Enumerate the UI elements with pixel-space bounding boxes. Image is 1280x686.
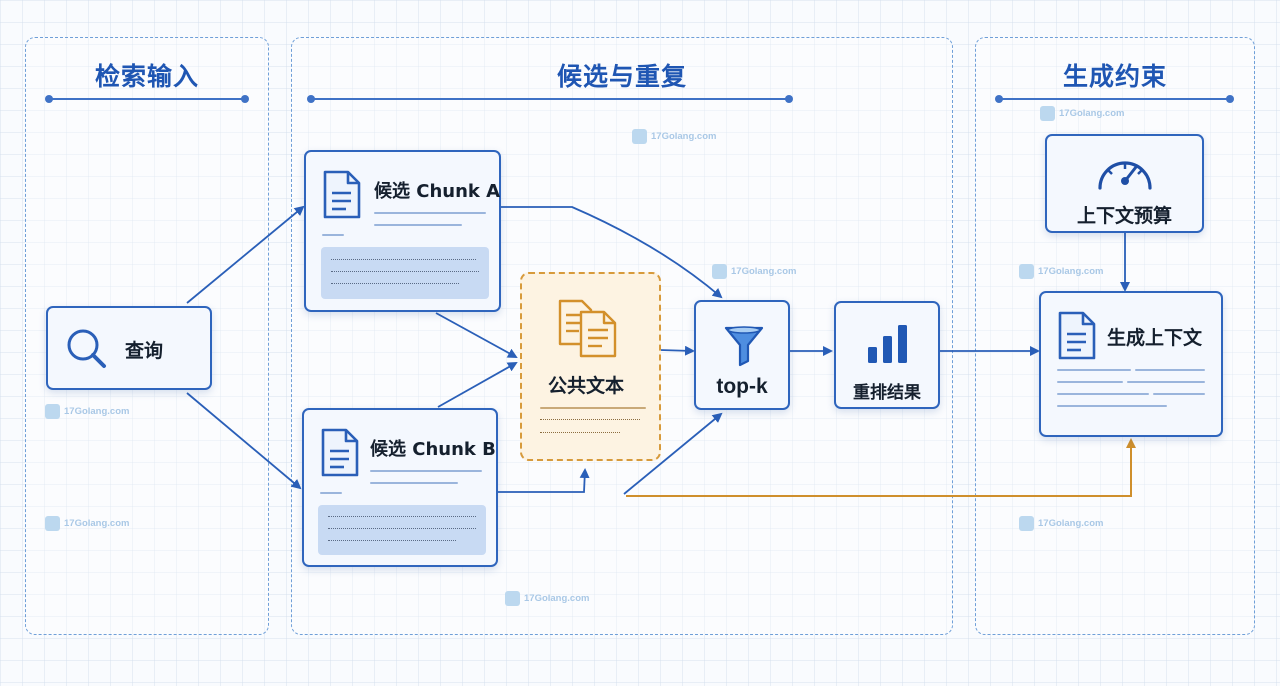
- arrow-to-topk-bottom: [623, 412, 723, 495]
- text-placeholder-line: [1057, 405, 1167, 407]
- watermark: 17Golang.com: [1019, 516, 1103, 531]
- text-placeholder-line: [374, 212, 486, 214]
- funnel-icon: [724, 326, 764, 367]
- arrow-chunk-b-to-common: [437, 362, 518, 408]
- chunk-a-label: 候选 Chunk A: [374, 181, 501, 202]
- panel-title-retrieval-input: 检索输入: [94, 62, 199, 91]
- watermark: 17Golang.com: [632, 129, 716, 144]
- panel-title-candidates: 候选与重复: [556, 62, 687, 91]
- watermark: 17Golang.com: [1040, 106, 1124, 121]
- text-placeholder-line: [1057, 393, 1149, 395]
- panel-divider: [995, 95, 1234, 103]
- arrow-chunk-a-to-topk: [500, 206, 723, 299]
- chunk-b-node[interactable]: 候选 Chunk B: [302, 408, 498, 567]
- watermark-logo-icon: [505, 591, 520, 606]
- text-placeholder-line: [1153, 393, 1205, 395]
- budget-node[interactable]: 上下文预算: [1045, 134, 1204, 233]
- panel-title-generation: 生成约束: [1062, 62, 1167, 91]
- text-placeholder-line: [320, 492, 342, 494]
- watermark-logo-icon: [45, 516, 60, 531]
- arrow-query-to-chunk-a: [186, 205, 305, 304]
- document-icon: [1058, 311, 1096, 360]
- watermark-logo-icon: [1019, 264, 1034, 279]
- watermark: 17Golang.com: [1019, 264, 1103, 279]
- chunk-b-excerpt: [318, 505, 486, 555]
- watermark-logo-icon: [1019, 516, 1034, 531]
- text-placeholder-line: [370, 482, 458, 484]
- watermark: 17Golang.com: [45, 404, 129, 419]
- arrow-bypass-to-generate: [626, 438, 1136, 497]
- text-placeholder-line: [1127, 381, 1205, 383]
- budget-label: 上下文预算: [1076, 205, 1172, 227]
- arrow-common-to-topk: [659, 345, 695, 356]
- arrow-chunk-a-to-common: [435, 312, 518, 358]
- query-node[interactable]: 查询: [46, 306, 212, 390]
- chunk-a-excerpt: [321, 247, 489, 299]
- arrow-query-to-chunk-b: [186, 392, 302, 490]
- watermark: 17Golang.com: [712, 264, 796, 279]
- watermark-logo-icon: [1040, 106, 1055, 121]
- bar-chart-icon: [868, 325, 907, 363]
- generate-context-label: 生成上下文: [1107, 327, 1203, 349]
- watermark-logo-icon: [712, 264, 727, 279]
- topk-node[interactable]: top-k: [694, 300, 790, 410]
- rerank-node[interactable]: 重排结果: [834, 301, 940, 409]
- text-placeholder-line: [1057, 381, 1123, 383]
- document-icon: [321, 428, 359, 477]
- copy-documents-icon: [558, 299, 617, 358]
- generate-context-node[interactable]: 生成上下文: [1039, 291, 1223, 437]
- watermark-logo-icon: [632, 129, 647, 144]
- topk-label: top-k: [716, 375, 768, 398]
- rerank-label: 重排结果: [853, 383, 921, 403]
- text-placeholder-line: [370, 470, 482, 472]
- chunk-a-node[interactable]: 候选 Chunk A: [304, 150, 501, 312]
- chunk-b-label: 候选 Chunk B: [370, 439, 496, 460]
- text-placeholder-line: [374, 224, 462, 226]
- arrow-chunk-b-to-common-bottom: [498, 468, 590, 493]
- text-placeholder-line: [540, 407, 646, 409]
- common-text-label: 公共文本: [548, 375, 625, 397]
- document-icon: [323, 170, 361, 219]
- text-placeholder-line: [1135, 369, 1205, 371]
- query-label: 查询: [125, 340, 164, 362]
- watermark: 17Golang.com: [505, 591, 589, 606]
- panel-divider: [307, 95, 793, 103]
- text-placeholder-line: [1057, 369, 1131, 371]
- text-placeholder-line: [322, 234, 344, 236]
- panel-divider: [45, 95, 249, 103]
- gauge-icon: [1098, 161, 1152, 190]
- watermark-logo-icon: [45, 404, 60, 419]
- common-text-node[interactable]: 公共文本: [520, 272, 661, 461]
- watermark: 17Golang.com: [45, 516, 129, 531]
- search-icon: [67, 329, 106, 368]
